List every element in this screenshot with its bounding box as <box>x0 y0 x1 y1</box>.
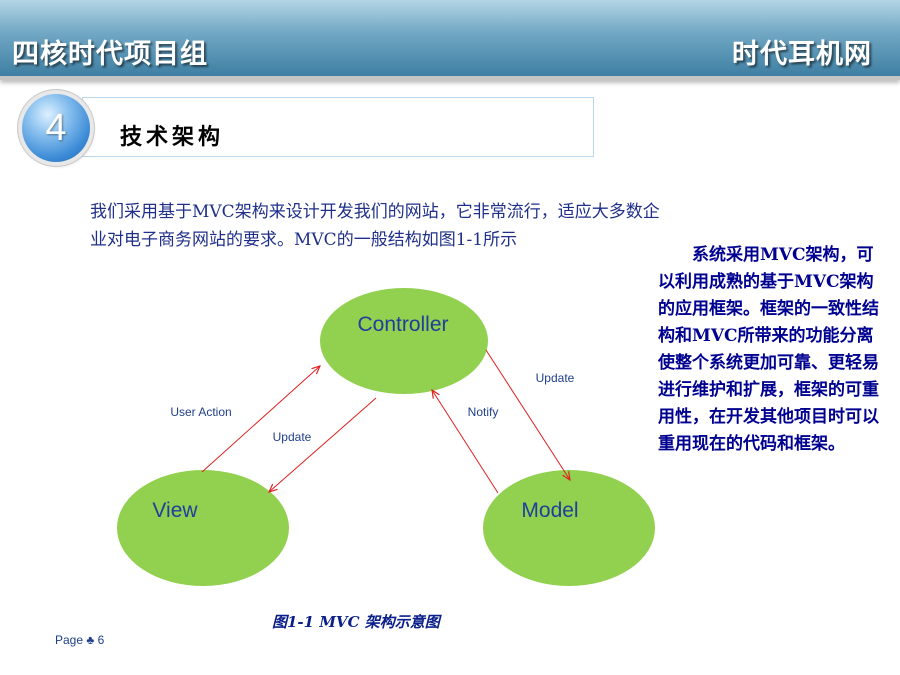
controller-label: Controller <box>357 313 448 336</box>
club-icon: ♣ <box>86 633 95 647</box>
arrow-update-view <box>269 397 377 492</box>
label-user-action: User Action <box>170 405 231 419</box>
header-right-title: 时代耳机网 <box>732 39 872 70</box>
controller-node <box>320 288 488 394</box>
arrow-update-model <box>485 349 570 480</box>
intro-paragraph: 我们采用基于MVC架构来设计开发我们的网站，它非常流行，适应大多数企业对电子商务… <box>90 202 660 250</box>
model-node <box>483 470 655 586</box>
label-update-model: Update <box>536 371 575 385</box>
section-title: 技术架构 <box>120 125 225 150</box>
view-label: View <box>152 499 198 522</box>
model-label: Model <box>521 499 578 522</box>
view-node <box>117 470 289 586</box>
label-update-view: Update <box>273 430 312 444</box>
page-number: 6 <box>97 633 105 647</box>
section-number: 4 <box>45 107 67 149</box>
header-bar: 四核时代项目组 时代耳机网 <box>0 0 900 80</box>
section-title-box <box>82 97 594 157</box>
arrow-notify <box>432 390 499 494</box>
section-number-badge: 4 <box>22 94 90 162</box>
page-text: Page <box>55 633 84 647</box>
header-left-title: 四核时代项目组 <box>12 39 208 70</box>
page-footer: Page ♣ 6 <box>55 633 104 647</box>
figure-caption: 图1-1 MVC 架构示意图 <box>272 613 440 631</box>
arrow-user-action <box>201 366 320 473</box>
side-paragraph: 系统采用MVC架构，可以利用成熟的基于MVC架构的应用框架。框架的一致性结构和M… <box>658 245 879 454</box>
label-notify: Notify <box>468 405 499 419</box>
